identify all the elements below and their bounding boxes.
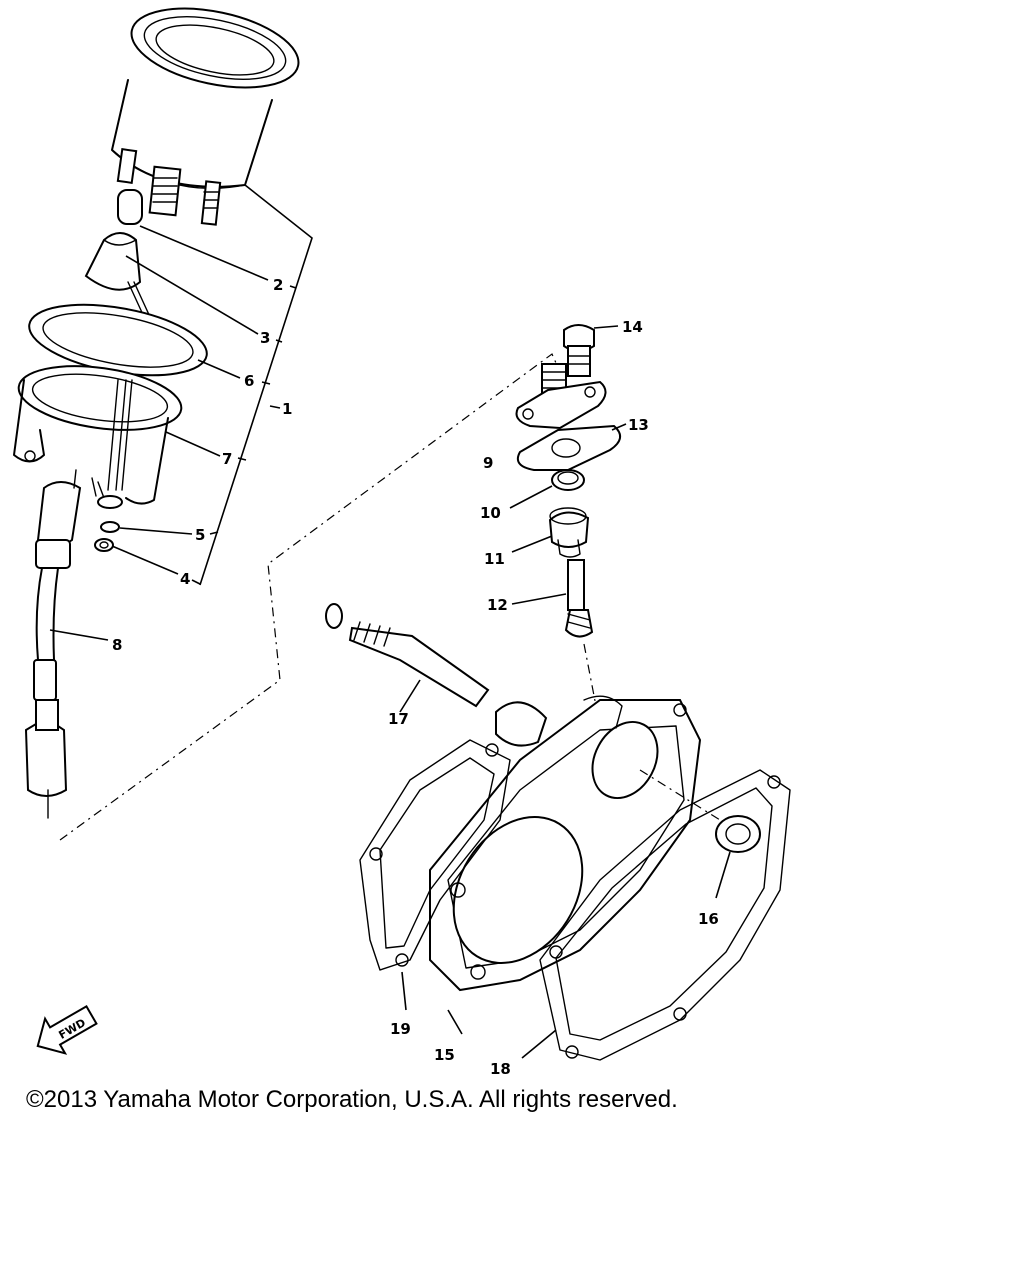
gear-cover: [429, 695, 702, 1035]
callout-10: 10: [480, 504, 501, 522]
callout-3: 3: [260, 329, 270, 347]
callout-15: 15: [434, 1046, 455, 1064]
crankcase-gasket-19: [359, 739, 511, 1011]
drive-housing-flange: [515, 363, 607, 430]
drive-gear-shaft: [511, 559, 597, 707]
callout-4: 4: [180, 570, 190, 588]
callout-6: 6: [244, 372, 254, 390]
callout-7: 7: [222, 450, 232, 468]
cover-gasket-18: [521, 769, 791, 1061]
callout-2: 2: [273, 276, 283, 294]
callout-13: 13: [628, 416, 649, 434]
driven-shaft: [325, 603, 548, 747]
cable-end: [24, 469, 105, 819]
callout-19: 19: [390, 1020, 411, 1038]
hex-bolt: [563, 324, 619, 377]
meter-bracket: [13, 365, 183, 505]
callout-labels: 1 2 3 4 5 6 7 8 9 10 11 12 13 14 15 16 1…: [112, 276, 719, 1078]
callout-18: 18: [490, 1060, 511, 1078]
leader-lines: [49, 225, 297, 641]
callout-8: 8: [112, 636, 122, 654]
copyright-notice: ©2013 Yamaha Motor Corporation, U.S.A. A…: [26, 1086, 678, 1113]
callout-12: 12: [487, 596, 508, 614]
callout-1-bracket: [199, 184, 313, 586]
callout-14: 14: [622, 318, 643, 336]
bulb-socket: [84, 189, 157, 331]
oil-seal-16: [639, 769, 761, 899]
washers: [94, 495, 123, 552]
callout-9: 9: [483, 454, 493, 472]
callout-5: 5: [195, 526, 205, 544]
speedometer-head: [111, 7, 300, 226]
callout-17: 17: [388, 710, 409, 728]
gasket: [516, 423, 627, 471]
fwd-arrow-icon: FWD: [36, 1004, 98, 1055]
bushing: [511, 507, 590, 558]
callout-16: 16: [698, 910, 719, 928]
oil-seal: [509, 469, 585, 509]
callout-11: 11: [484, 550, 505, 568]
callout-1: 1: [282, 400, 292, 418]
